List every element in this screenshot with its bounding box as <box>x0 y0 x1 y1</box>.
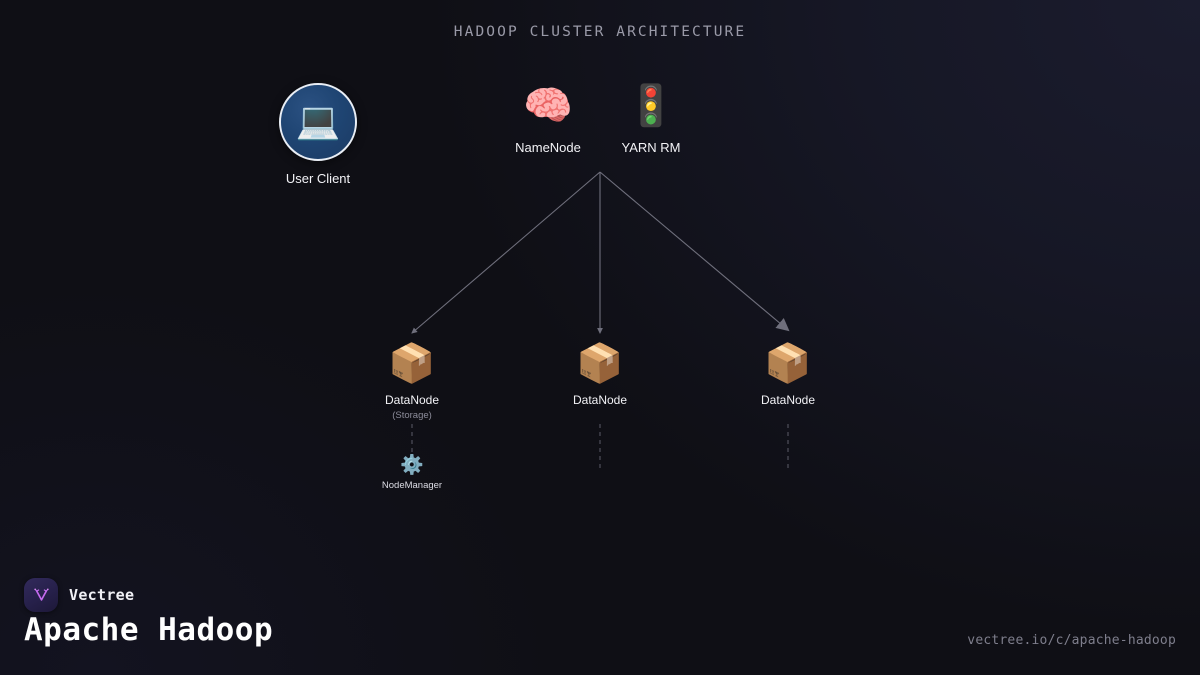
package-icon: 📦 <box>576 341 624 385</box>
vectree-logo-icon <box>24 578 58 612</box>
package-icon: 📦 <box>388 341 436 385</box>
footer-url[interactable]: vectree.io/c/apache-hadoop <box>967 633 1176 648</box>
node-datanode-3-label: DataNode <box>760 393 816 407</box>
node-nodemanager[interactable]: ⚙️ NodeManager <box>382 454 442 492</box>
node-datanode-1-sublabel: (Storage) <box>392 410 432 421</box>
node-yarn-resource-manager[interactable]: 🚦 YARN RM <box>622 82 681 156</box>
footer: Vectree Apache Hadoop vectree.io/c/apach… <box>0 560 1200 675</box>
page-title: Apache Hadoop <box>24 612 274 648</box>
brand[interactable]: Vectree <box>24 578 134 612</box>
node-yarn-label: YARN RM <box>621 140 681 155</box>
node-datanode-2-label: DataNode <box>572 393 628 407</box>
gear-icon: ⚙️ <box>400 453 424 476</box>
node-datanode-3[interactable]: 📦 DataNode <box>761 340 815 408</box>
laptop-icon: 💻 <box>295 101 341 142</box>
user-client-avatar: 💻 <box>279 83 357 161</box>
node-datanode-2[interactable]: 📦 DataNode <box>573 340 627 408</box>
edge-master-to-datanode-1 <box>411 171 601 334</box>
node-namenode-label: NameNode <box>515 140 581 155</box>
package-icon: 📦 <box>764 341 812 385</box>
node-user-client[interactable]: 💻 User Client <box>279 83 357 187</box>
node-nodemanager-label: NodeManager <box>381 480 443 491</box>
traffic-light-icon: 🚦 <box>626 83 676 129</box>
node-user-client-label: User Client <box>285 171 351 186</box>
edge-master-to-datanode-3 <box>599 171 790 332</box>
brain-icon: 🧠 <box>523 83 573 129</box>
node-datanode-1[interactable]: 📦 DataNode (Storage) <box>385 340 439 422</box>
diagram-title: HADOOP CLUSTER ARCHITECTURE <box>453 24 747 40</box>
brand-name: Vectree <box>69 586 135 604</box>
vectree-mark-icon <box>33 587 49 601</box>
node-namenode[interactable]: 🧠 NameNode <box>515 82 581 156</box>
node-datanode-1-label: DataNode <box>384 393 440 407</box>
